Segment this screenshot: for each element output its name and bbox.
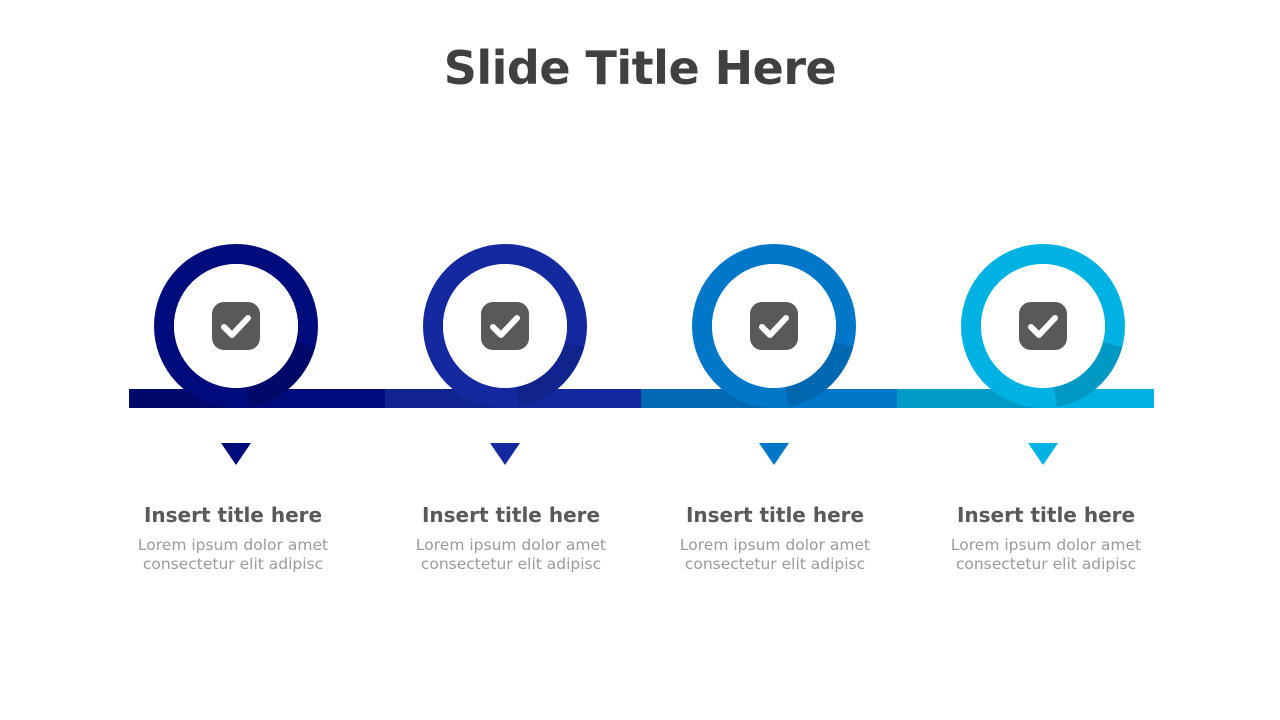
step-2-caption: Insert title here Lorem ipsum dolor amet…	[391, 500, 631, 574]
step-4-title: Insert title here	[956, 503, 1136, 527]
step-2-ring-shade	[515, 342, 585, 407]
step-2-title: Insert title here	[421, 503, 601, 527]
step-1-body: Lorem ipsum dolor amet consectetur elit …	[137, 536, 329, 573]
step-2-body: Lorem ipsum dolor amet consectetur elit …	[415, 536, 607, 573]
step-2-ring	[423, 244, 587, 408]
step-3-title: Insert title here	[685, 503, 865, 527]
step-4-body: Lorem ipsum dolor amet consectetur elit …	[950, 536, 1142, 573]
check-icon	[1028, 315, 1058, 338]
step-1-title: Insert title here	[143, 503, 323, 527]
step-4-ring	[961, 244, 1125, 408]
step-2-badge	[481, 302, 529, 350]
step-3-pointer	[759, 443, 789, 465]
step-4-pointer	[1028, 443, 1058, 465]
slide-title: Slide Title Here	[443, 41, 837, 95]
step-3-badge	[750, 302, 798, 350]
step-1-badge	[212, 302, 260, 350]
step-3-body: Lorem ipsum dolor amet consectetur elit …	[679, 536, 871, 573]
step-1-ring-shade	[246, 342, 316, 407]
step-1-pointer	[221, 443, 251, 465]
step-1-ring	[154, 244, 318, 408]
check-icon	[490, 315, 520, 338]
step-1-caption: Insert title here Lorem ipsum dolor amet…	[113, 500, 353, 574]
step-3-ring-shade	[784, 342, 854, 407]
step-3-caption: Insert title here Lorem ipsum dolor amet…	[655, 500, 895, 574]
step-2-pointer	[490, 443, 520, 465]
step-4-ring-shade	[1053, 342, 1123, 407]
step-4-badge	[1019, 302, 1067, 350]
check-icon	[221, 315, 251, 338]
step-4-caption: Insert title here Lorem ipsum dolor amet…	[926, 500, 1166, 574]
check-icon	[759, 315, 789, 338]
step-3-ring	[692, 244, 856, 408]
